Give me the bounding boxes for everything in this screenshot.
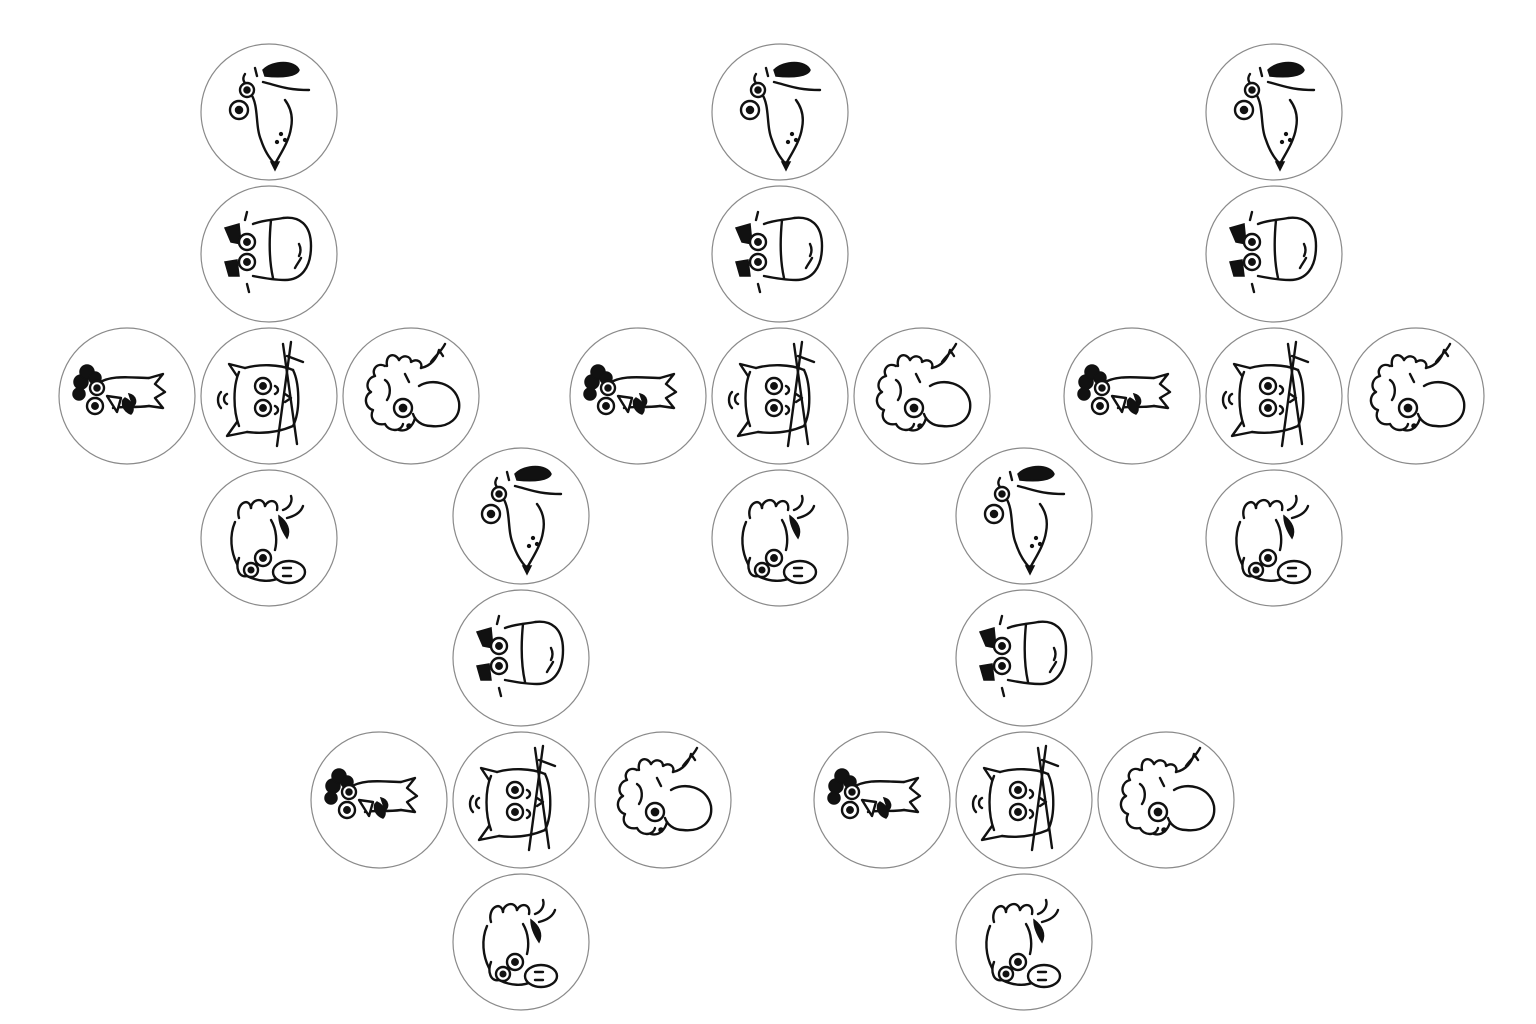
hen-disc (813, 731, 951, 869)
disc-outline (1063, 327, 1201, 465)
disc-outline (200, 43, 338, 181)
cube-net-5 (813, 447, 1235, 1011)
disc-outline (58, 327, 196, 465)
mouse-disc (200, 43, 338, 181)
disc-outline (310, 731, 448, 869)
hen-disc (310, 731, 448, 869)
disc-outline (452, 447, 590, 585)
disc-outline (1205, 43, 1343, 181)
disc-outline (955, 873, 1093, 1011)
disc-outline (1347, 327, 1485, 465)
cat-disc (711, 327, 849, 465)
sheep-disc (1347, 327, 1485, 465)
disc-outline (200, 469, 338, 607)
disc-outline (853, 327, 991, 465)
disc-outline (813, 731, 951, 869)
cube-net-4 (310, 447, 732, 1011)
disc-outline (1205, 469, 1343, 607)
disc-outline (1205, 327, 1343, 465)
cube-net-2 (569, 43, 991, 607)
pig-disc (1205, 469, 1343, 607)
cat-disc (200, 327, 338, 465)
mouse-disc (452, 447, 590, 585)
disc-outline (200, 327, 338, 465)
hen-disc (58, 327, 196, 465)
disc-outline (711, 327, 849, 465)
disc-outline (342, 327, 480, 465)
disc-outline (1097, 731, 1235, 869)
sheep-disc (342, 327, 480, 465)
disc-outline (594, 731, 732, 869)
cat-disc (452, 731, 590, 869)
pig-disc (452, 873, 590, 1011)
mouse-disc (1205, 43, 1343, 181)
disc-outline (955, 447, 1093, 585)
pig-disc (200, 469, 338, 607)
cat-disc (955, 731, 1093, 869)
disc-outline (452, 873, 590, 1011)
cube-net-1 (58, 43, 480, 607)
cow-disc (955, 589, 1093, 727)
disc-outline (711, 43, 849, 181)
cow-disc (711, 185, 849, 323)
cow-disc (452, 589, 590, 727)
disc-outline (955, 731, 1093, 869)
cow-disc (200, 185, 338, 323)
disc-outline (711, 469, 849, 607)
hen-disc (1063, 327, 1201, 465)
hen-disc (569, 327, 707, 465)
sheep-disc (1097, 731, 1235, 869)
pig-disc (955, 873, 1093, 1011)
cow-disc (1205, 185, 1343, 323)
cube-net-3 (1063, 43, 1485, 607)
disc-outline (569, 327, 707, 465)
disc-outline (452, 731, 590, 869)
mouse-disc (711, 43, 849, 181)
sheep-disc (594, 731, 732, 869)
pig-disc (711, 469, 849, 607)
cat-disc (1205, 327, 1343, 465)
mouse-disc (955, 447, 1093, 585)
sheep-disc (853, 327, 991, 465)
